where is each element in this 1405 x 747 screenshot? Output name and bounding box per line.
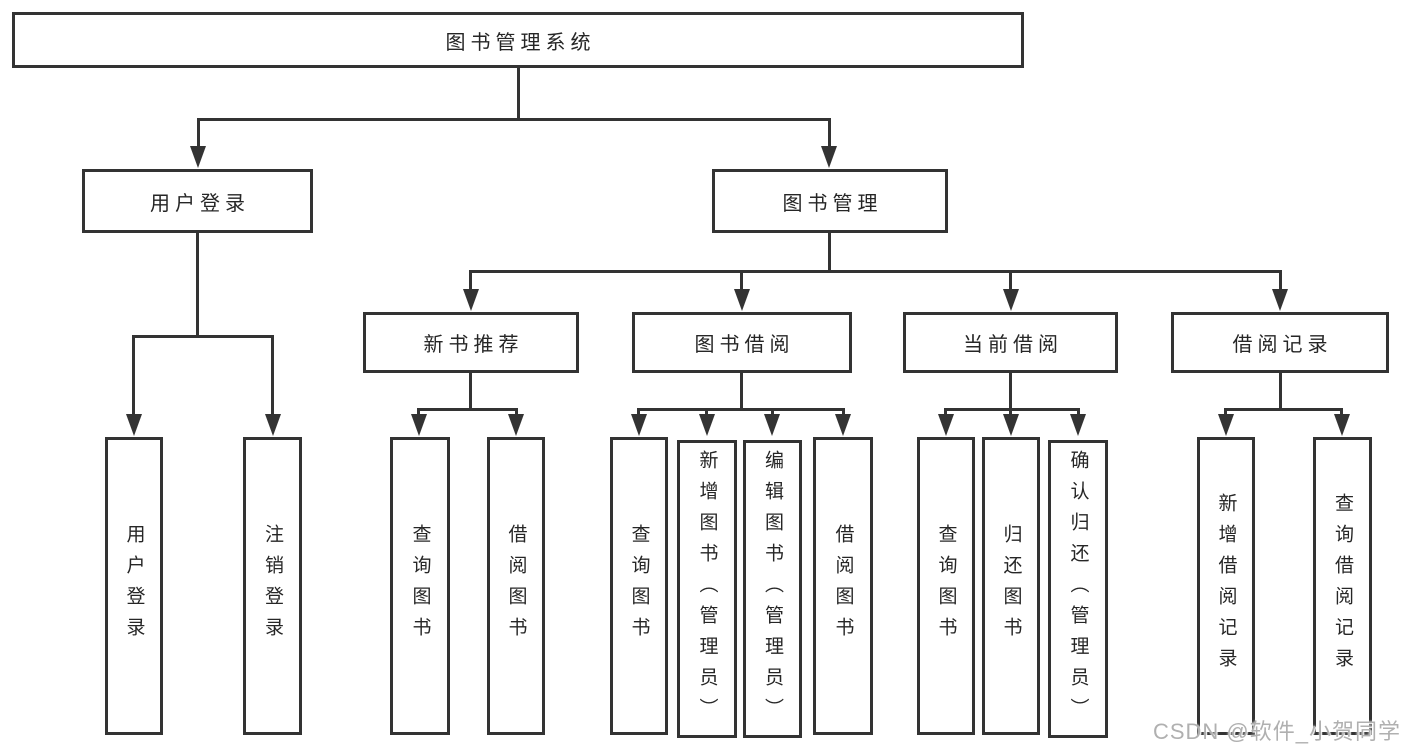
node-leaf-edit-book-admin: 编辑图书（管理员） [743,440,802,738]
arrowhead-down-icon [835,414,851,436]
connector-book-mgmt-branch [469,270,1282,273]
arrowhead-down-icon [821,146,837,168]
node-leaf-logout: 注销登录 [243,437,302,735]
connector-tail [197,118,200,150]
node-leaf-query-books-current-label: 查询图书 [935,524,957,648]
node-leaf-add-book-admin-label: 新增图书（管理员） [696,449,718,729]
node-new-book-recommend-label: 新书推荐 [423,334,524,356]
node-leaf-borrow-books-recommend-label: 借阅图书 [505,524,527,648]
node-leaf-logout-label: 注销登录 [262,524,283,648]
connector-tail [1224,408,1227,417]
arrowhead-down-icon [1003,414,1019,436]
node-leaf-borrow-books-recommend: 借阅图书 [487,437,545,735]
node-leaf-return-book: 归还图书 [982,437,1040,735]
connector-stem [469,373,472,408]
node-book-borrowing: 图书借阅 [632,312,852,373]
arrowhead-down-icon [1334,414,1350,436]
connector-tail [469,270,472,292]
node-leaf-add-borrow-record-label: 新增借阅记录 [1215,493,1237,679]
node-leaf-query-borrow-record-label: 查询借阅记录 [1332,493,1353,679]
node-root-label: 图书管理系统 [445,31,596,54]
connector-book-mgmt-stem [828,233,831,270]
connector-branch [417,408,518,411]
connector-stem [1279,373,1282,408]
arrowhead-down-icon [190,146,206,168]
node-book-borrowing-label: 图书借阅 [694,334,795,356]
connector-user-login-stem [196,233,199,335]
connector-tail [515,408,518,417]
connector-tail [417,408,420,417]
arrowhead-down-icon [631,414,647,436]
connector-branch [1224,408,1343,411]
node-leaf-confirm-return-admin: 确认归还（管理员） [1048,440,1108,738]
node-leaf-user-login: 用户登录 [105,437,163,735]
arrowhead-down-icon [411,414,427,436]
arrowhead-down-icon [1272,289,1288,311]
node-leaf-add-borrow-record: 新增借阅记录 [1197,437,1255,735]
connector-root-branch [197,118,831,121]
node-book-management: 图书管理 [712,169,948,233]
node-leaf-return-book-label: 归还图书 [1000,524,1022,648]
node-user-login: 用户登录 [82,169,313,233]
csdn-watermark: CSDN @软件_小贺同学 [1152,719,1401,744]
arrowhead-down-icon [126,414,142,436]
node-leaf-query-books-recommend-label: 查询图书 [409,524,431,648]
node-leaf-borrow-books-borrowing-label: 借阅图书 [832,524,854,648]
node-book-management-label: 图书管理 [782,192,883,215]
node-leaf-edit-book-admin-label: 编辑图书（管理员） [762,449,783,729]
connector-tail [1009,408,1012,417]
connector-tail [944,408,947,417]
node-leaf-query-books-borrowing: 查询图书 [610,437,668,735]
node-borrowing-records-label: 借阅记录 [1232,334,1333,356]
connector-tail [705,408,708,417]
node-leaf-borrow-books-borrowing: 借阅图书 [813,437,873,735]
node-leaf-query-books-borrowing-label: 查询图书 [628,524,650,648]
arrowhead-down-icon [764,414,780,436]
connector-tail [271,335,274,416]
node-root: 图书管理系统 [12,12,1024,68]
node-leaf-user-login-label: 用户登录 [123,524,145,648]
arrowhead-down-icon [265,414,281,436]
connector-tail [132,335,135,416]
connector-tail [637,408,640,417]
node-leaf-query-borrow-record: 查询借阅记录 [1313,437,1372,735]
connector-tail [1340,408,1343,417]
node-new-book-recommend: 新书推荐 [363,312,579,373]
node-user-login-label: 用户登录 [150,192,250,215]
connector-tail [842,408,845,417]
connector-root-stem [517,68,520,118]
node-leaf-query-books-recommend: 查询图书 [390,437,450,735]
connector-branch [637,408,845,411]
arrowhead-down-icon [1070,414,1086,436]
node-leaf-confirm-return-admin-label: 确认归还（管理员） [1067,449,1089,729]
connector-tail [740,270,743,292]
arrowhead-down-icon [734,289,750,311]
connector-tail [1279,270,1282,292]
arrowhead-down-icon [508,414,524,436]
arrowhead-down-icon [1003,289,1019,311]
node-leaf-add-book-admin: 新增图书（管理员） [677,440,737,738]
connector-tail [828,118,831,150]
node-leaf-query-books-current: 查询图书 [917,437,975,735]
arrowhead-down-icon [699,414,715,436]
node-borrowing-records: 借阅记录 [1171,312,1389,373]
arrowhead-down-icon [938,414,954,436]
node-current-borrowing-label: 当前借阅 [963,334,1063,356]
connector-branch [944,408,1080,411]
arrowhead-down-icon [1218,414,1234,436]
node-current-borrowing: 当前借阅 [903,312,1118,373]
connector-tail [771,408,774,417]
connector-tail [1009,270,1012,292]
connector-stem [740,373,743,408]
arrowhead-down-icon [463,289,479,311]
connector-stem [1009,373,1012,408]
connector-user-login-branch [132,335,274,338]
connector-tail [1077,408,1080,417]
